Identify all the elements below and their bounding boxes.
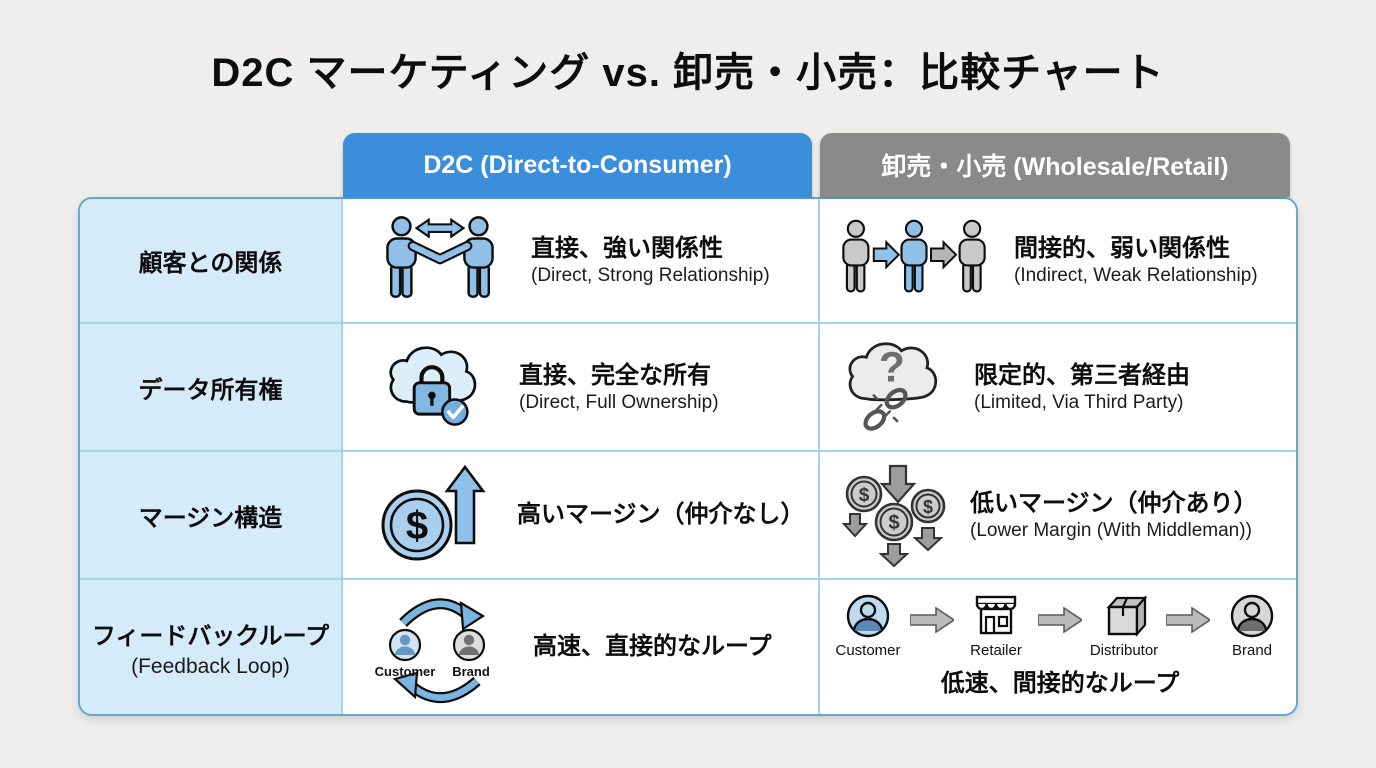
header-wholesale: 卸売・小売 (Wholesale/Retail) bbox=[820, 133, 1290, 197]
handshake-icon bbox=[379, 211, 501, 311]
cell-wholesale-margin: $ $ $ 低いマージン（仲介あり） (Lower Margin (Wi bbox=[820, 452, 1296, 580]
svg-text:$: $ bbox=[923, 497, 933, 517]
cell-title: 間接的、弱い関係性 bbox=[1014, 235, 1230, 263]
header-d2c: D2C (Direct-to-Consumer) bbox=[343, 133, 812, 197]
chain-label: Brand bbox=[1231, 641, 1273, 659]
row-label-margin-structure: マージン構造 bbox=[80, 452, 343, 580]
row-label-text: フィードバックループ bbox=[91, 622, 330, 650]
row-label-text: データ所有権 bbox=[138, 376, 283, 404]
svg-text:$: $ bbox=[859, 485, 870, 506]
cell-d2c-feedback: Customer Brand 高速、直接的なループ bbox=[343, 580, 820, 714]
cell-wholesale-data: ? 限定的、第三者経由 (Limited, Via Third Party) bbox=[820, 324, 1296, 452]
feedback-loop-icon: Customer Brand bbox=[365, 585, 515, 709]
customer-avatar-icon bbox=[846, 594, 890, 637]
cell-subtitle: (Lower Margin (With Middleman)) bbox=[970, 519, 1252, 541]
chain-label: Retailer bbox=[970, 641, 1022, 659]
row-label-customer-relationship: 顧客との関係 bbox=[80, 199, 343, 324]
cell-text: 限定的、第三者経由 (Limited, Via Third Party) bbox=[974, 360, 1190, 415]
cell-text: 直接、完全な所有 (Direct, Full Ownership) bbox=[519, 360, 719, 415]
loop-label-customer: Customer bbox=[375, 664, 436, 679]
chain-node-customer: Customer bbox=[826, 593, 910, 659]
chain-label: Customer bbox=[835, 641, 901, 659]
cell-text: 低いマージン（仲介あり） (Lower Margin (With Middlem… bbox=[970, 488, 1258, 543]
row-label-data-ownership: データ所有権 bbox=[80, 324, 343, 452]
cell-wholesale-feedback: Customer Retailer bbox=[820, 580, 1296, 714]
cell-title: 高速、直接的なループ bbox=[533, 633, 772, 661]
cloud-question-broken-link-icon: ? bbox=[838, 337, 950, 437]
chain-node-brand: Brand bbox=[1210, 593, 1294, 659]
right-arrow-icon bbox=[1038, 606, 1082, 633]
cell-wholesale-relationship: 間接的、弱い関係性 (Indirect, Weak Relationship) bbox=[820, 199, 1296, 324]
cell-text: 高速、直接的なループ bbox=[533, 631, 772, 662]
cell-title: 限定的、第三者経由 bbox=[974, 361, 1190, 389]
chain-node-distributor: Distributor bbox=[1082, 593, 1166, 659]
svg-text:$: $ bbox=[406, 504, 428, 548]
storefront-icon bbox=[975, 595, 1017, 634]
cell-d2c-margin: $ 高いマージン（仲介なし） bbox=[343, 452, 820, 580]
cell-text: 高いマージン（仲介なし） bbox=[517, 499, 805, 530]
cell-text: 間接的、弱い関係性 (Indirect, Weak Relationship) bbox=[1014, 233, 1258, 288]
cell-subtitle: (Direct, Full Ownership) bbox=[519, 391, 719, 413]
person-chain-icon bbox=[838, 213, 990, 309]
right-arrow-icon bbox=[910, 606, 954, 633]
comparison-table: D2C (Direct-to-Consumer) 卸売・小売 (Wholesal… bbox=[78, 133, 1298, 716]
page-title: D2C マーケティング vs. 卸売・小売：比較チャート bbox=[211, 51, 1165, 95]
cell-d2c-relationship: 直接、強い関係性 (Direct, Strong Relationship) bbox=[343, 199, 820, 324]
svg-text:?: ? bbox=[879, 344, 905, 392]
table-header-row: D2C (Direct-to-Consumer) 卸売・小売 (Wholesal… bbox=[343, 133, 1298, 197]
cell-text: 直接、強い関係性 (Direct, Strong Relationship) bbox=[531, 233, 770, 288]
row-label-text: 顧客との関係 bbox=[138, 250, 283, 277]
cell-subtitle: (Direct, Strong Relationship) bbox=[531, 265, 770, 287]
chain-label: Distributor bbox=[1089, 641, 1159, 659]
table-body: 顧客との関係 bbox=[78, 197, 1298, 716]
brand-avatar-icon bbox=[1230, 594, 1274, 637]
package-box-icon bbox=[1106, 594, 1147, 637]
cloud-lock-check-icon bbox=[379, 339, 489, 435]
cell-title: 直接、強い関係性 bbox=[531, 235, 723, 263]
svg-text:$: $ bbox=[888, 512, 899, 534]
row-label-text: マージン構造 bbox=[138, 504, 283, 532]
row-label-feedback-loop: フィードバックループ (Feedback Loop) bbox=[80, 580, 343, 714]
right-arrow-icon bbox=[1166, 606, 1210, 633]
coins-down-arrows-icon: $ $ $ bbox=[838, 462, 946, 568]
chain-caption: 低速、間接的なループ bbox=[940, 669, 1180, 697]
cell-title: 低いマージン（仲介あり） bbox=[970, 489, 1258, 517]
loop-label-brand: Brand bbox=[452, 664, 490, 679]
coin-up-arrow-icon: $ bbox=[379, 463, 487, 567]
row-label-subtext: (Feedback Loop) bbox=[131, 654, 290, 678]
cell-subtitle: (Indirect, Weak Relationship) bbox=[1014, 265, 1258, 287]
supply-chain-icon: Customer Retailer bbox=[826, 593, 1294, 659]
cell-subtitle: (Limited, Via Third Party) bbox=[974, 391, 1184, 413]
cell-d2c-data: 直接、完全な所有 (Direct, Full Ownership) bbox=[343, 324, 820, 452]
cell-title: 高いマージン（仲介なし） bbox=[517, 501, 805, 529]
cell-title: 直接、完全な所有 bbox=[519, 361, 711, 389]
chain-node-retailer: Retailer bbox=[954, 593, 1038, 659]
